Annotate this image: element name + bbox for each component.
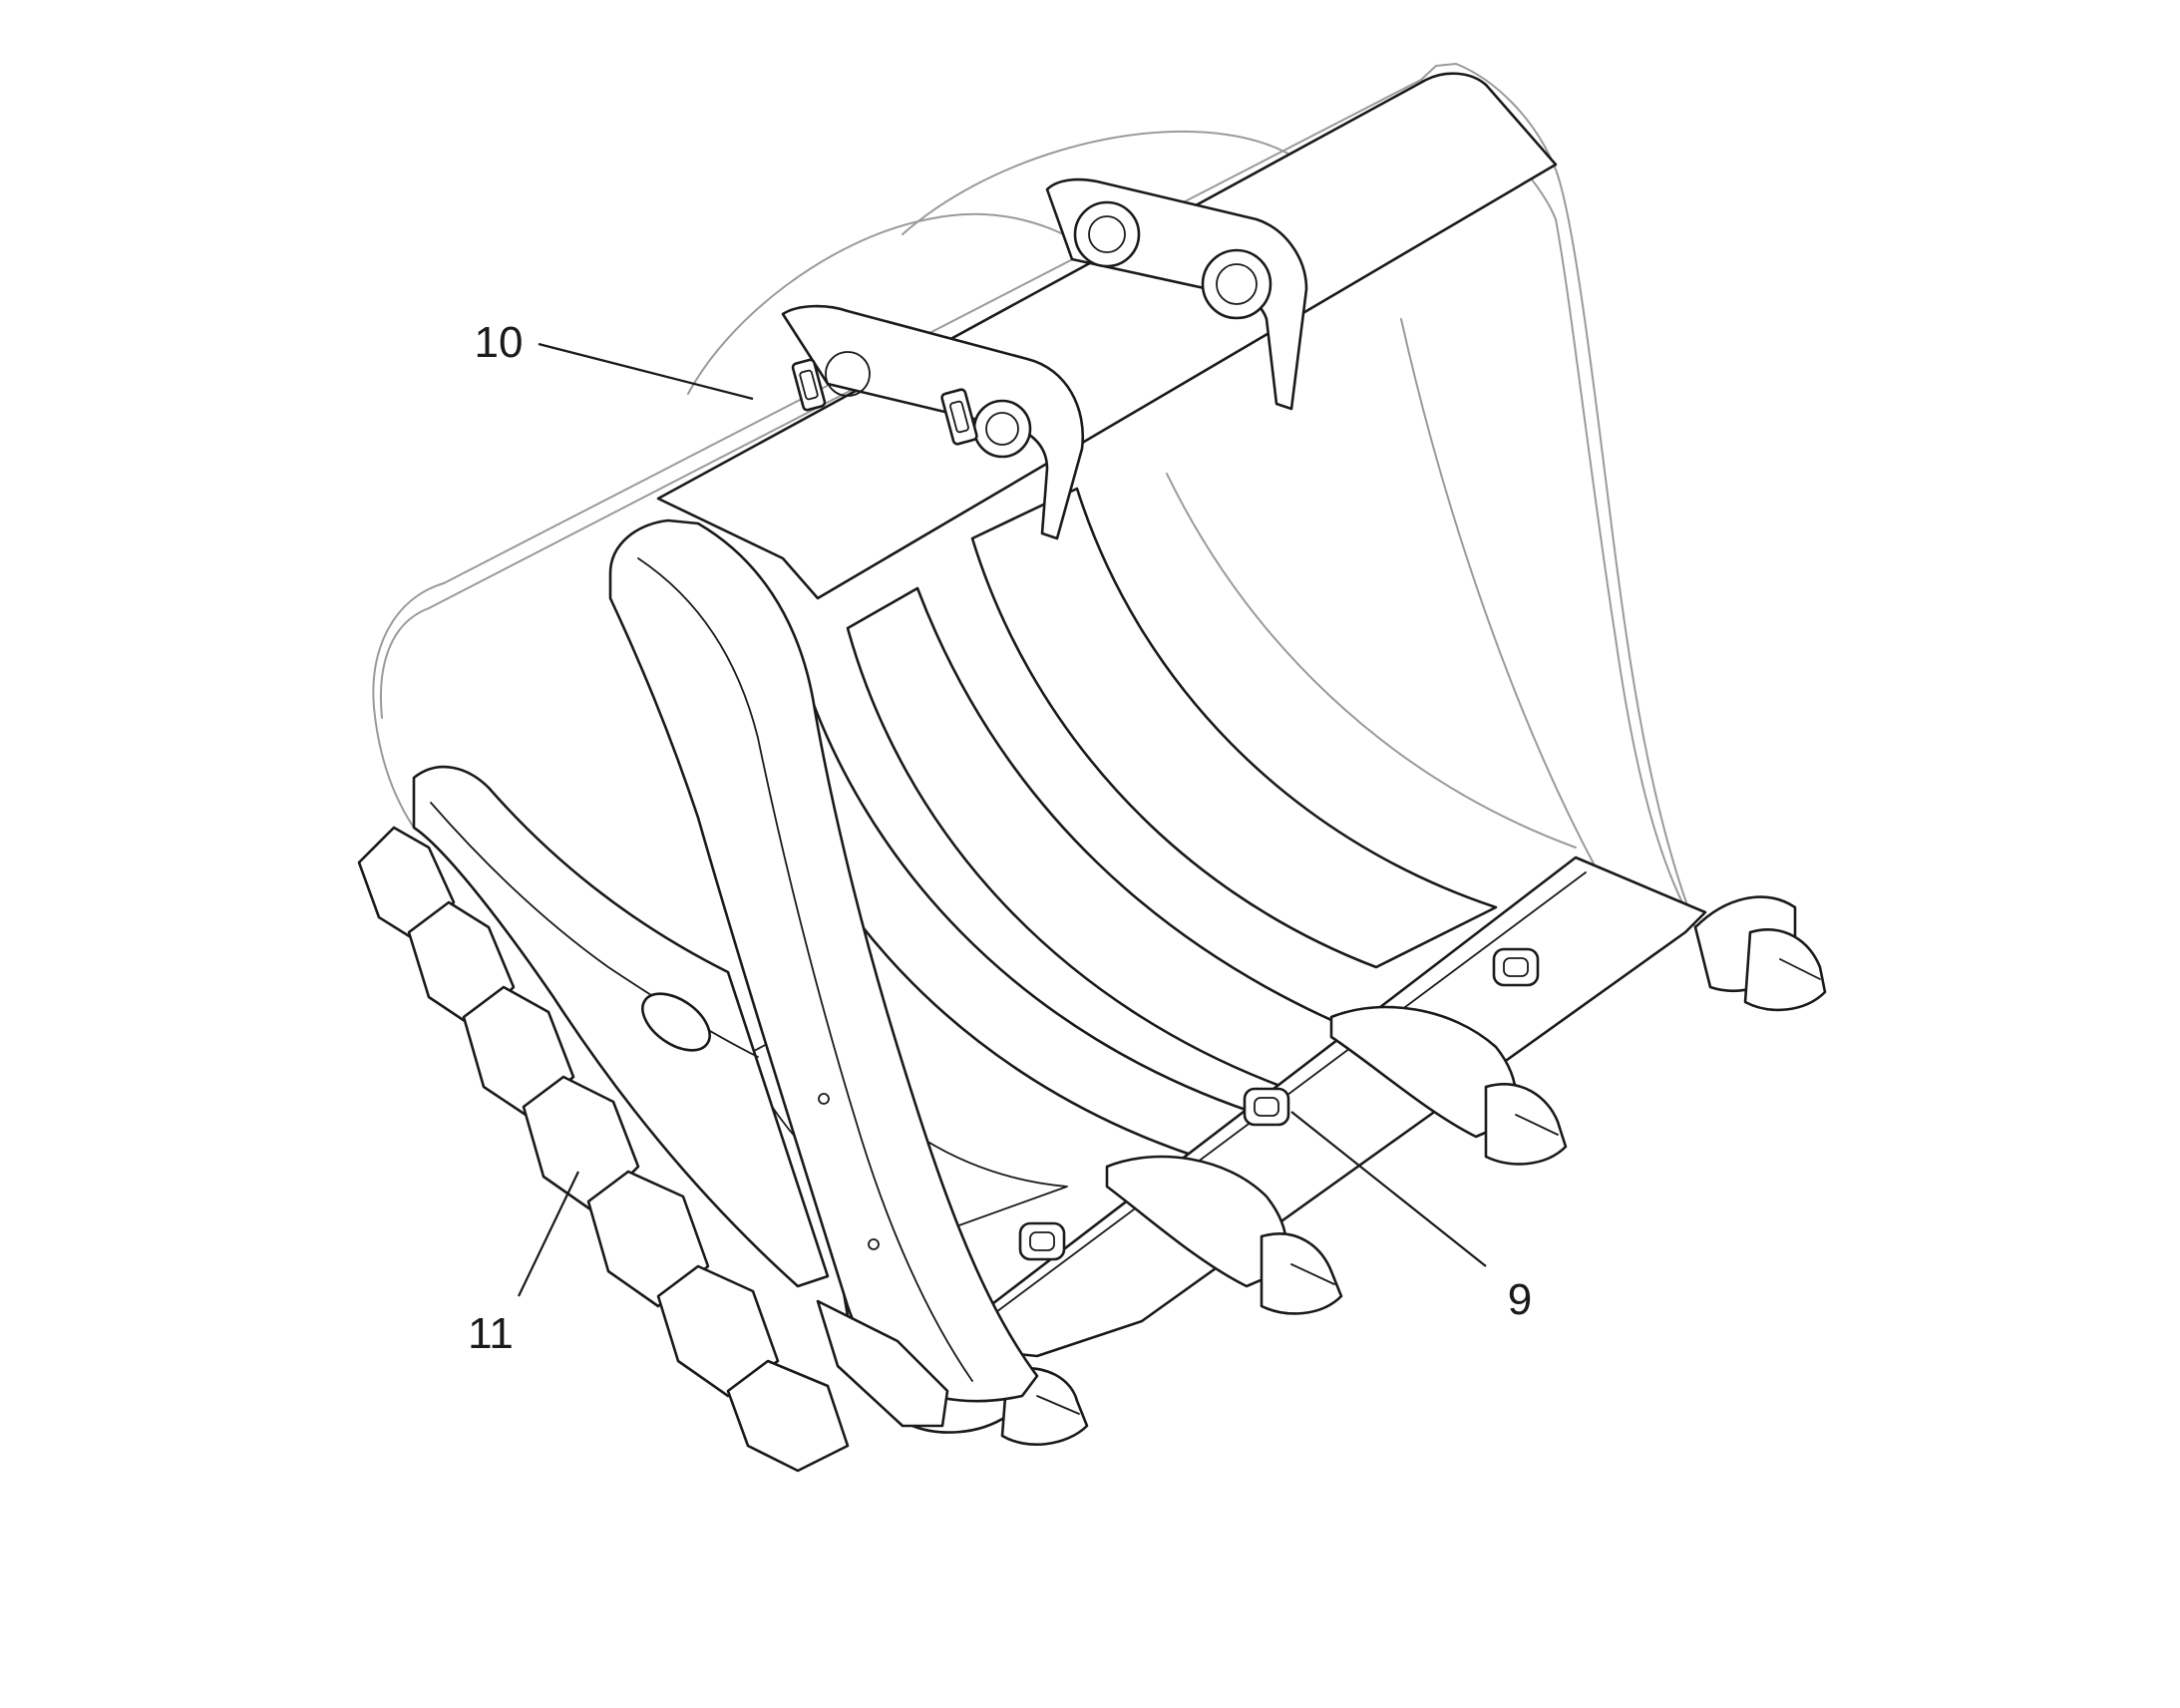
front-top-beam	[656, 72, 1558, 600]
leader-11	[518, 1171, 579, 1297]
side-wall-hole	[641, 992, 711, 1052]
front-side-plate	[608, 518, 1039, 1428]
pin-boss	[972, 399, 1032, 459]
bolt-pocket-icon	[1492, 947, 1540, 987]
leader-lines	[518, 342, 1487, 1297]
leader-9	[1290, 1111, 1487, 1267]
bolt-pockets	[1018, 947, 1540, 1261]
callout-11: 11	[468, 1309, 514, 1358]
tooth	[1105, 1155, 1343, 1315]
bolt-pocket-icon	[1018, 1221, 1066, 1261]
callout-9: 9	[1508, 1275, 1532, 1324]
callout-10: 10	[475, 318, 524, 367]
pin-retainer	[791, 358, 827, 412]
leader-10	[538, 342, 754, 401]
bucket-rear-outline	[372, 63, 1696, 928]
wear-segments	[357, 826, 850, 1473]
pin-retainer	[940, 388, 978, 446]
pin-boss	[1201, 248, 1272, 320]
bolt-pocket-icon	[1243, 1087, 1290, 1127]
left-side-wall	[412, 765, 830, 1288]
pin-boss	[1073, 200, 1141, 268]
mounting-lugs	[781, 177, 1308, 540]
tooth	[1329, 1005, 1568, 1166]
tooth	[1693, 895, 1827, 1012]
